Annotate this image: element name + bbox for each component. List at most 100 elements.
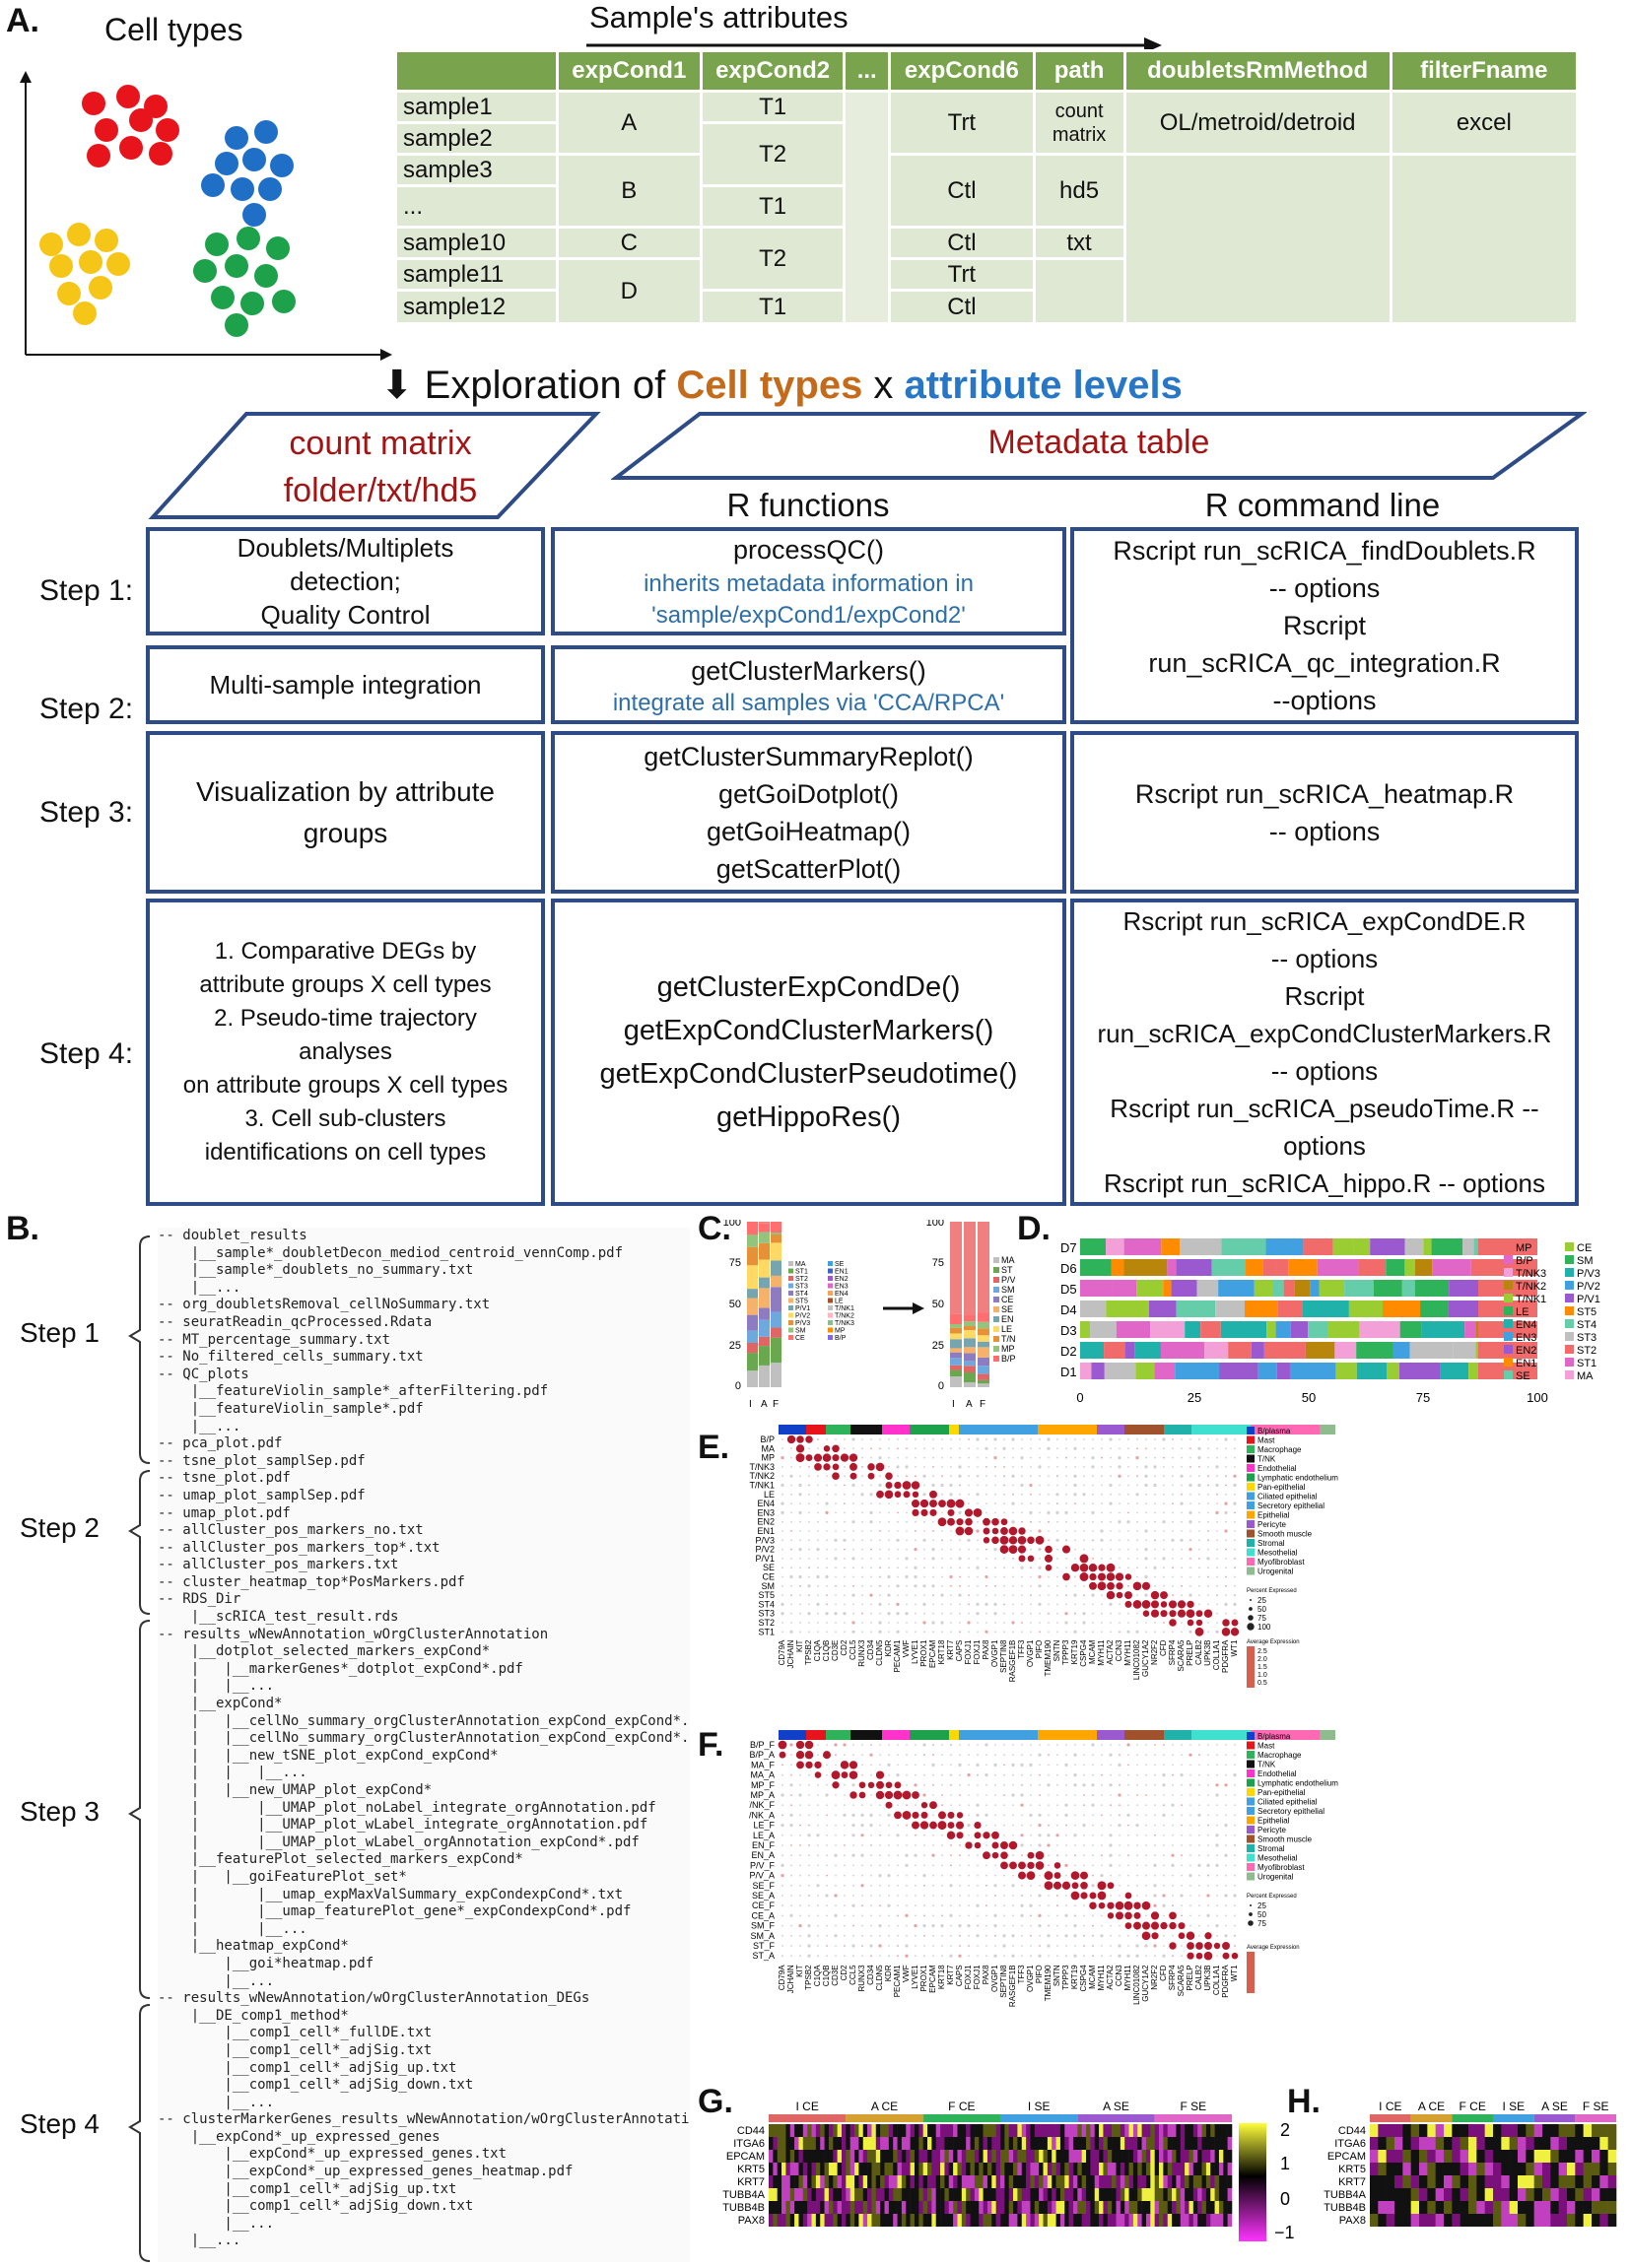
g-cell [1214,2124,1220,2137]
e-dot [1234,1511,1236,1514]
e-dot [1230,1628,1240,1636]
g-cell [1034,2124,1040,2137]
h-cell [1452,2175,1460,2188]
e-dot [1062,1572,1070,1581]
g-cell [1112,2137,1117,2150]
c2-bar-segment [950,1339,962,1349]
h-cell [1484,2188,1494,2201]
e-gene-label: FOXJ1 [964,1639,973,1664]
f-dot [902,1810,912,1820]
e-dot [1172,1594,1174,1596]
e-dot [1012,1584,1014,1587]
f-dot [931,1763,935,1767]
g-cell [940,2137,945,2150]
f-dot [1009,1861,1017,1870]
g-cell [880,2124,885,2137]
f-dot [1003,1783,1005,1786]
e-dot [1003,1511,1005,1514]
g-cell [1086,2214,1091,2227]
g-cell [906,2137,911,2150]
g-cell [1103,2175,1109,2188]
c2-bar-segment [964,1372,976,1383]
d-xtick: 100 [1527,1390,1548,1405]
e-dot [941,1447,943,1450]
f-dot [1172,1874,1174,1877]
g-cell [849,2163,855,2175]
e-dot [1048,1622,1050,1624]
e-dot [1169,1610,1177,1618]
scatter-dot [193,259,217,283]
e-dot [994,1558,996,1560]
g-cell [1026,2163,1031,2175]
g-cell [957,2214,963,2227]
f-dot [1216,1814,1218,1817]
h-cell [1509,2163,1519,2175]
f-dot [947,1811,955,1819]
f-gene-label: PDGFRA [1221,1965,1230,1998]
h-cell [1435,2137,1445,2150]
directory-tree: -- doublet_results |__sample*_doubletDec… [158,1228,690,2262]
g-cell [769,2175,774,2188]
f-dot [879,1864,881,1867]
g-cell [1055,2124,1061,2137]
e-dot [888,1548,890,1551]
d-segment [1370,1238,1405,1255]
f-dot [1163,1874,1165,1877]
g-cell [811,2214,817,2227]
f-dot [804,1750,814,1760]
f-row-label: EN_F [752,1840,776,1850]
f-legend-label: Pericyte [1257,1826,1286,1834]
g-cell [1189,2150,1194,2163]
c2-bar-segment [978,1328,989,1336]
e-dot [1163,1502,1165,1504]
e-dot [1225,1575,1227,1578]
e-dot [1144,1557,1148,1561]
f-dot [781,1934,783,1937]
f-dot [950,1754,952,1757]
e-dot [1118,1474,1121,1478]
e-dot [887,1574,891,1579]
f-dot [888,1934,890,1937]
f-dot [790,1773,792,1776]
c-bar-segment [747,1342,758,1354]
g-cell [1064,2150,1069,2163]
e-dot [844,1475,846,1478]
g-cell [833,2201,838,2214]
e-dot [1136,1558,1138,1560]
f-dot [915,1955,917,1958]
f-dot [1073,1753,1077,1757]
g-cell [940,2163,945,2175]
e-dot [915,1475,917,1478]
e-pct-dot [1248,1615,1254,1621]
g-cell [1013,2163,1018,2175]
e-dot [1101,1622,1103,1624]
e-dot [959,1438,961,1440]
f-dot [844,1884,846,1887]
g-cell [1189,2188,1194,2201]
f-group-segment [1124,1730,1164,1740]
e-dot [1056,1475,1058,1478]
f-dot [817,1814,819,1817]
f-dot [1012,1773,1014,1776]
f-dot [844,1864,846,1867]
e-dot [1153,1465,1157,1469]
g-cell [1017,2137,1023,2150]
f-dot [1198,1924,1200,1927]
h-cell [1599,2175,1608,2188]
e-dot [994,1594,996,1596]
f-dot [1030,1884,1032,1887]
d-segment [1150,1321,1186,1338]
e-dot [878,1483,882,1488]
f-dot [1145,1764,1147,1767]
f-dot [844,1844,846,1846]
e-gene-label: MCAM [1088,1639,1097,1664]
g-cell [1077,2188,1082,2201]
f-dot [976,1903,980,1907]
c-bar-segment [771,1287,781,1312]
c2-legend-swatch [993,1326,999,1332]
f-dot [1048,1924,1050,1927]
c-bar-segment [759,1365,770,1387]
e-dot [790,1567,792,1569]
e-dot [1181,1493,1183,1496]
f-gene-label: OVGP1 [990,1965,999,1992]
